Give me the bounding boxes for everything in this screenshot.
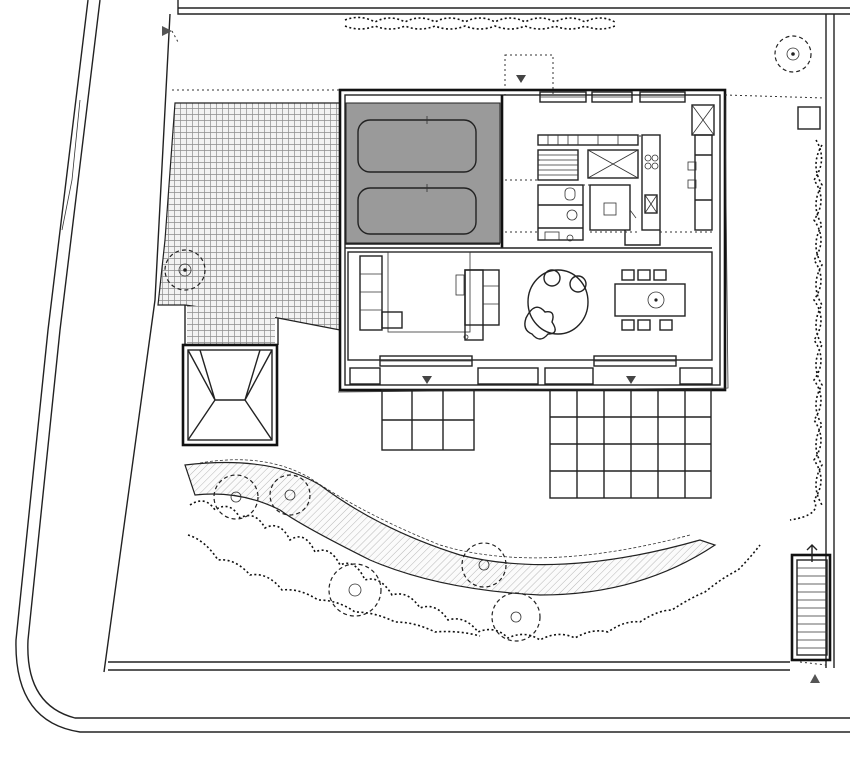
tree-icon [328, 563, 382, 617]
paving-grid-right [549, 389, 712, 499]
tree-icon [491, 592, 541, 642]
tree-icon [269, 474, 311, 516]
pergola [181, 343, 279, 447]
kitchen-core [505, 134, 713, 246]
tree-icon [164, 249, 206, 291]
garden-shrubs [187, 500, 761, 641]
property-boundary [15, 0, 850, 733]
right-hedge [789, 139, 823, 521]
house-outline [337, 88, 729, 393]
paving-grid-left [381, 389, 475, 451]
living-area [347, 251, 713, 361]
entry-arrow-icon [810, 674, 820, 683]
south-windows [349, 355, 713, 385]
entry-arrow-icon [162, 26, 172, 36]
exterior-stairs [790, 544, 832, 662]
tree-icon [461, 542, 507, 588]
entry-arrow-icon [626, 376, 636, 384]
paved-terrace [157, 102, 341, 331]
garage [345, 102, 501, 244]
tree-icon [213, 474, 259, 520]
entry-arrow-icon [422, 376, 432, 384]
north-windows [539, 91, 715, 136]
entry-arrow-icon [516, 75, 526, 83]
tree-icon [774, 35, 812, 73]
garden-bed [184, 459, 717, 596]
top-hedge [344, 16, 616, 30]
